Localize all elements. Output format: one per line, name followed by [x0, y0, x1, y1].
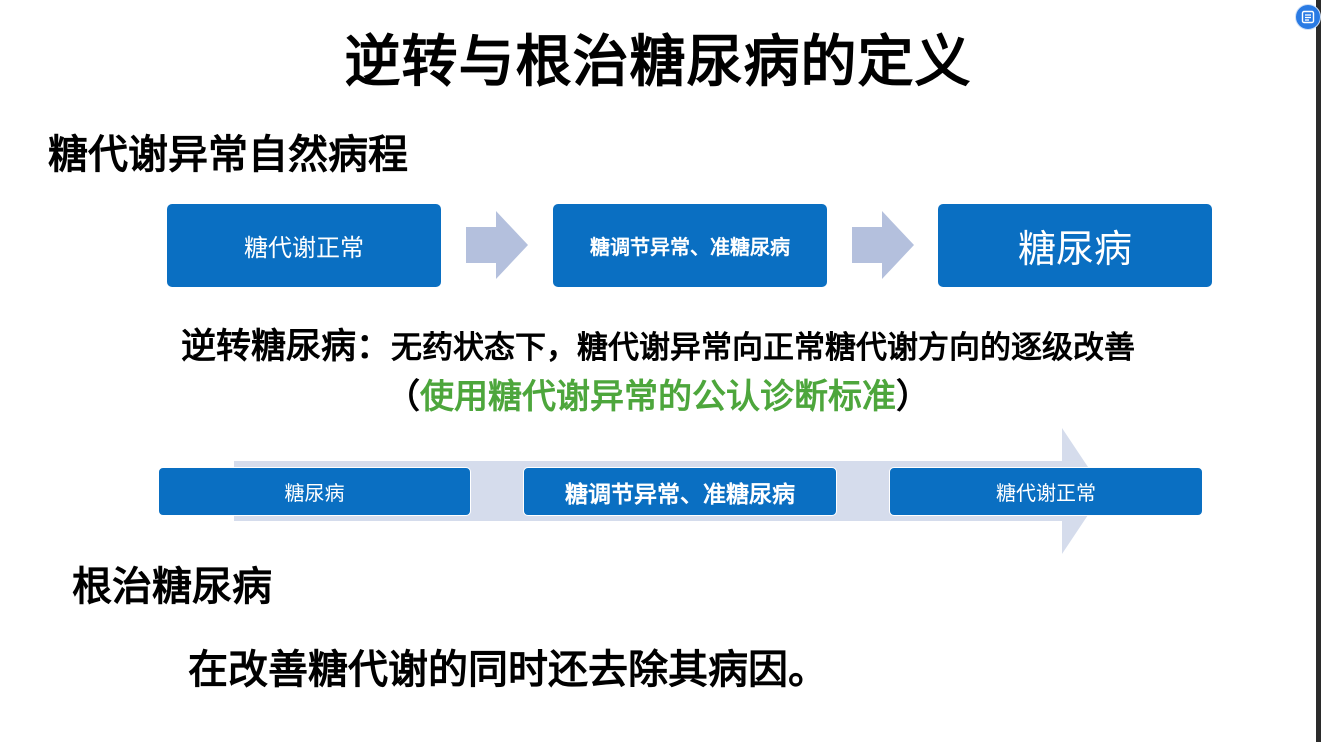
- reverse-stage-prediabetes-label: 糖调节异常、准糖尿病: [565, 481, 795, 508]
- reverse-note: （使用糖代谢异常的公认诊断标准）: [0, 374, 1316, 420]
- flow-arrow-1-icon: [466, 211, 528, 279]
- reverse-stage-prediabetes-box: 糖调节异常、准糖尿病: [523, 467, 837, 516]
- reverse-text: 无药状态下，糖代谢异常向正常糖代谢方向的逐级改善: [391, 330, 1135, 366]
- reverse-definition: 逆转糖尿病：无药状态下，糖代谢异常向正常糖代谢方向的逐级改善: [0, 324, 1316, 371]
- stage-prediabetes-label: 糖调节异常、准糖尿病: [590, 235, 790, 259]
- stage-normal-box: 糖代谢正常: [167, 204, 441, 287]
- stage-diabetes-label: 糖尿病: [1017, 227, 1132, 271]
- flow-arrow-2-icon: [852, 211, 914, 279]
- note-open-paren: （: [386, 377, 420, 417]
- natural-course-heading: 糖代谢异常自然病程: [48, 132, 408, 178]
- slide-title: 逆转与根治糖尿病的定义: [344, 30, 972, 95]
- stage-prediabetes-box: 糖调节异常、准糖尿病: [553, 204, 827, 287]
- window-edge: [1316, 0, 1321, 742]
- stage-diabetes-box: 糖尿病: [938, 204, 1212, 287]
- cure-definition: 在改善糖代谢的同时还去除其病因。: [188, 647, 828, 693]
- reverse-stage-diabetes-label: 糖尿病: [284, 481, 345, 505]
- reverse-stage-normal-box: 糖代谢正常: [889, 467, 1203, 516]
- reverse-label: 逆转糖尿病：: [180, 327, 391, 367]
- note-close-paren: ）: [896, 377, 930, 417]
- stage-normal-label: 糖代谢正常: [244, 234, 364, 262]
- reader-mode-icon[interactable]: [1295, 4, 1321, 30]
- cure-heading: 根治糖尿病: [72, 564, 272, 610]
- reverse-stage-normal-label: 糖代谢正常: [996, 481, 1096, 505]
- reverse-stage-diabetes-box: 糖尿病: [158, 467, 471, 516]
- diagnostic-criteria-note: 使用糖代谢异常的公认诊断标准: [420, 377, 896, 417]
